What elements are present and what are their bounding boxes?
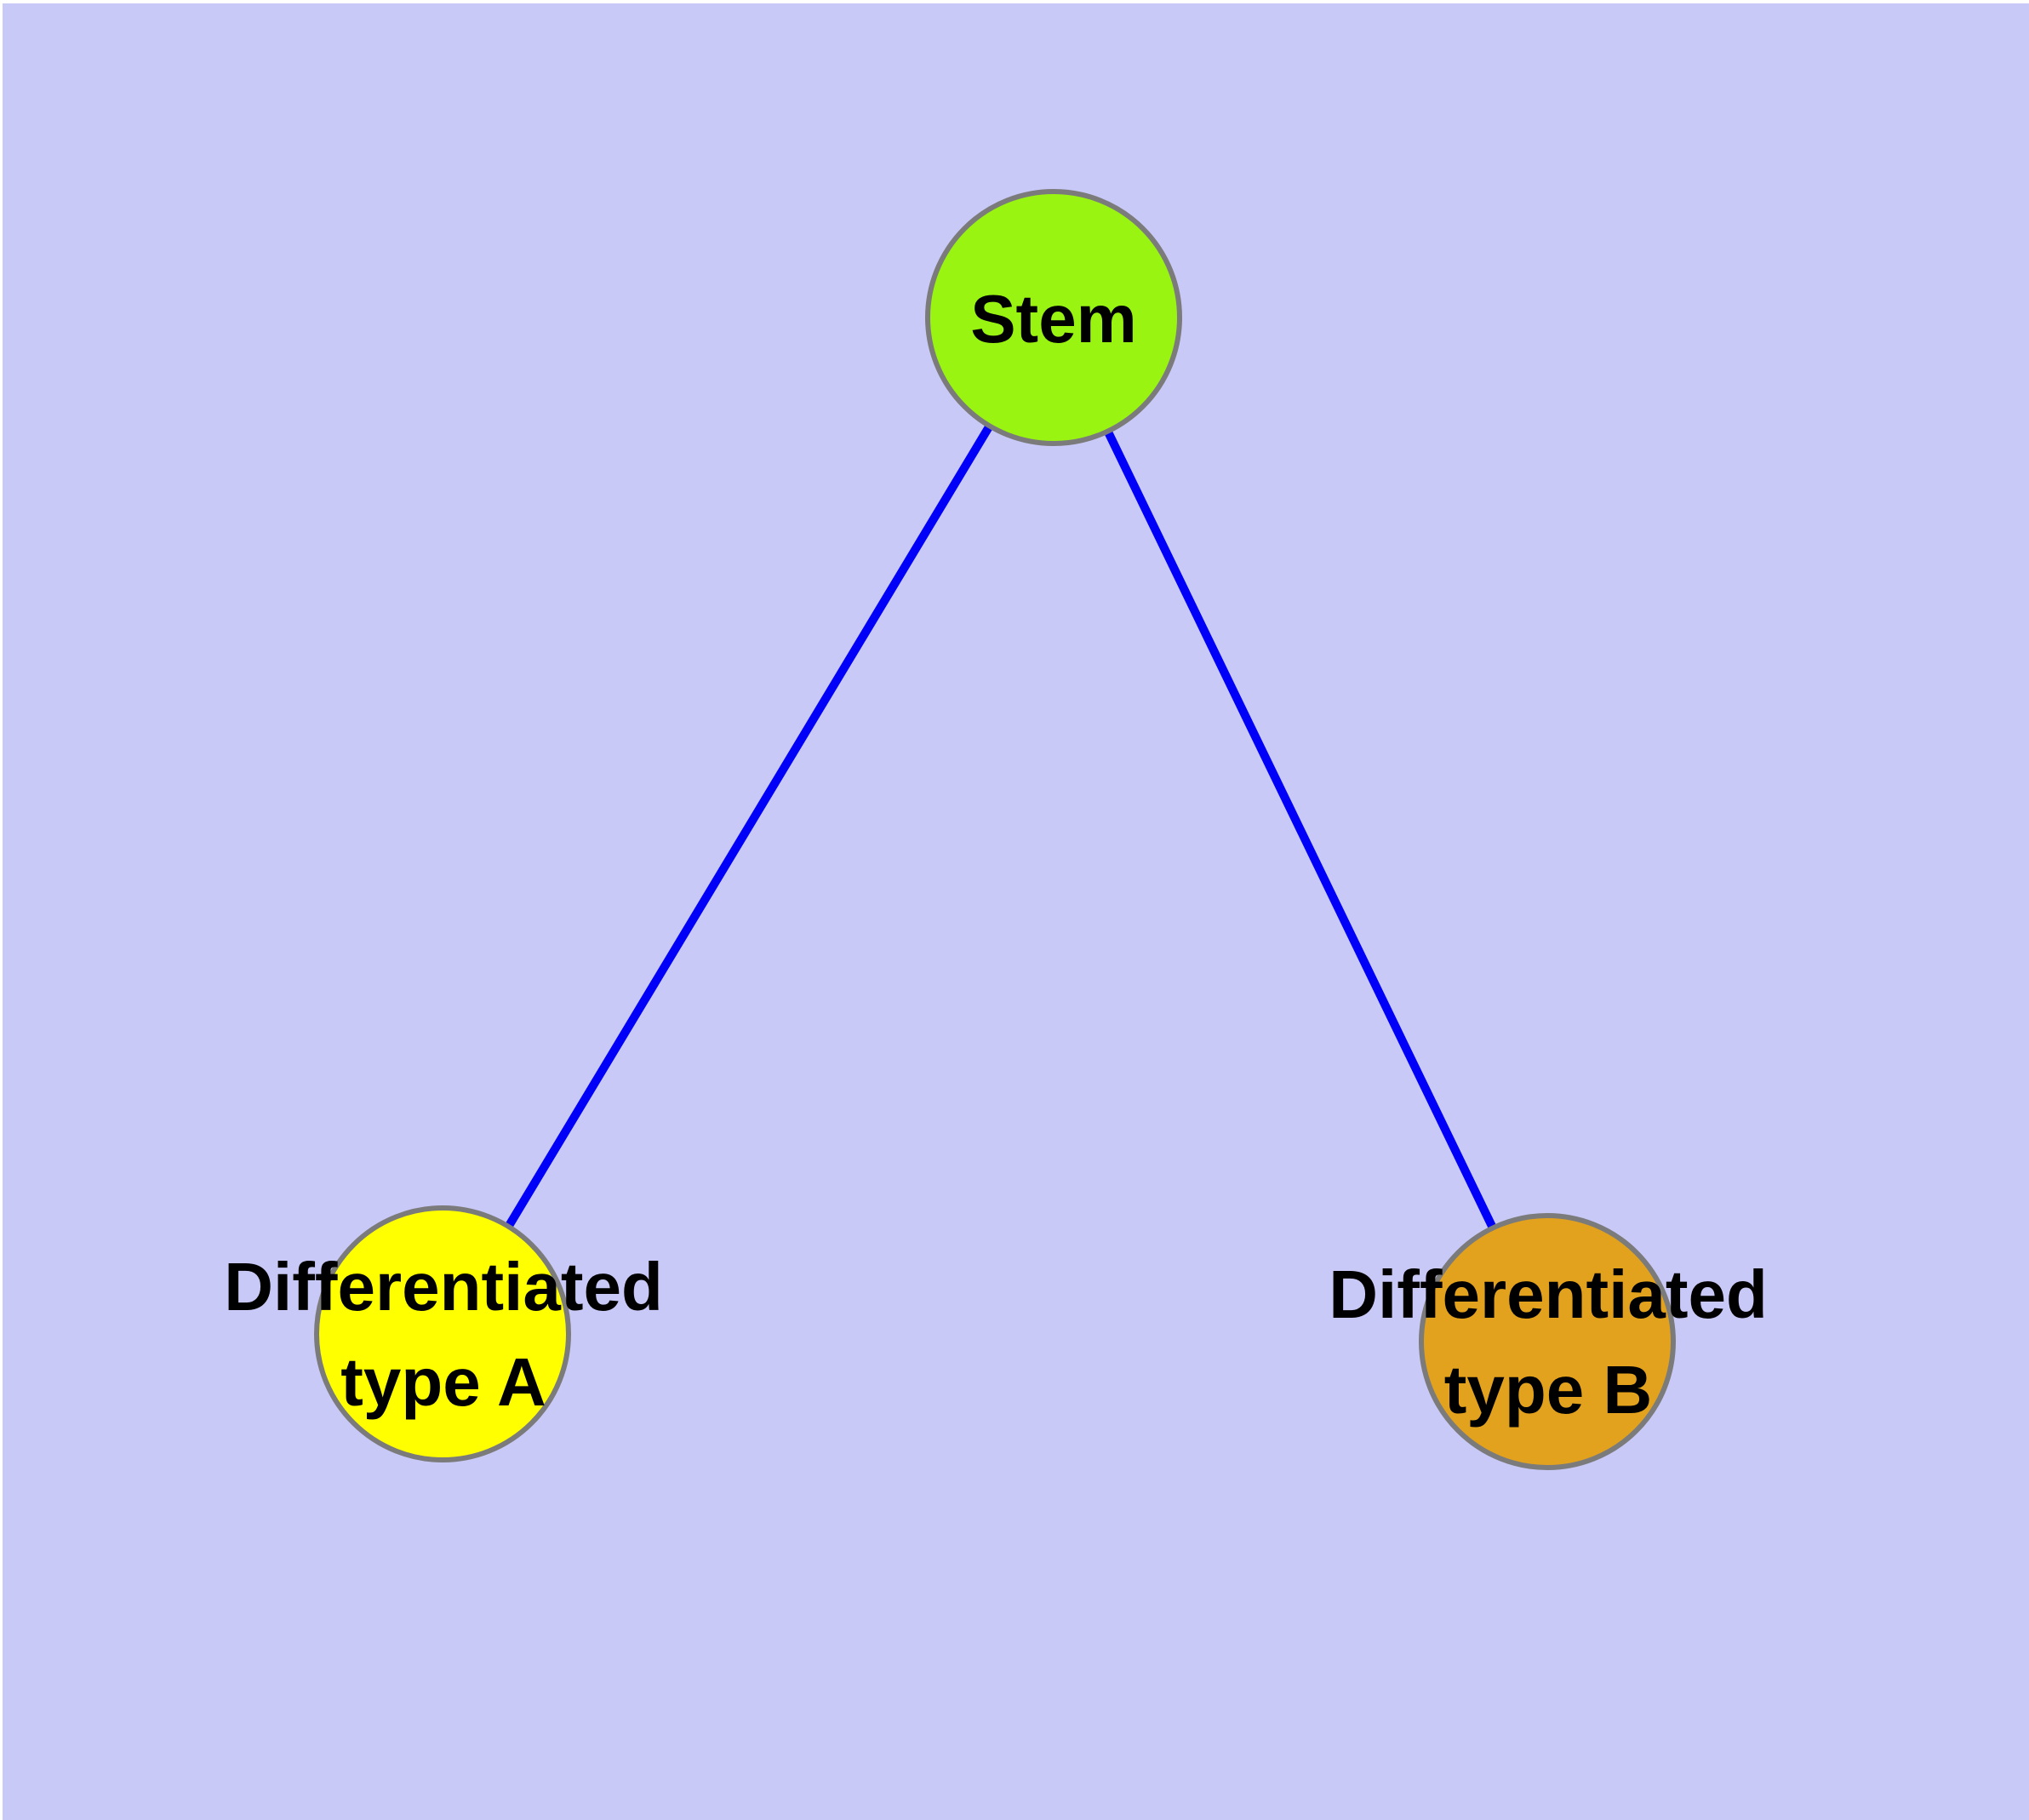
node-differentiated-type-a[interactable]: [314, 1205, 571, 1462]
node-label-differentiated-type-b: Differentiated type B: [1329, 1256, 1768, 1428]
node-label-differentiated-type-a: Differentiated type A: [224, 1249, 663, 1420]
edge-stem-to-type-a: [439, 317, 1058, 1337]
edge-layer: [439, 317, 1552, 1345]
edge-stem-to-type-b: [1049, 317, 1552, 1345]
node-stem[interactable]: [925, 189, 1182, 446]
node-differentiated-type-b[interactable]: [1419, 1213, 1676, 1470]
diagram-canvas: Stem Differentiated type A Differentiate…: [3, 3, 2029, 1820]
node-label-stem: Stem: [970, 281, 1137, 357]
